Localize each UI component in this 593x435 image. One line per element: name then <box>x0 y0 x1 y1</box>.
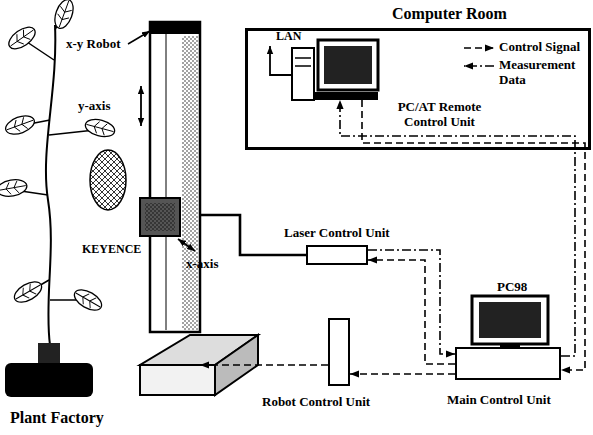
leader-line <box>128 31 150 44</box>
node-label: Laser Control Unit <box>284 226 390 241</box>
axis-label: x-axis <box>186 257 219 272</box>
legend-sample <box>462 60 496 72</box>
lan-arrow <box>270 46 292 75</box>
robot-rail <box>166 34 167 330</box>
monitor <box>472 296 548 344</box>
node-sublabel: Main Control Unit <box>447 393 551 408</box>
legend-line <box>464 47 494 49</box>
leaf <box>51 0 76 31</box>
main-control-unit: PC98Main Control Unit <box>455 347 561 380</box>
network-label: LAN <box>276 30 301 44</box>
laser-control-unit: Laser Control Unit <box>306 245 368 265</box>
signal-line <box>362 100 585 370</box>
signal-line <box>350 373 455 375</box>
drive-slot <box>295 57 311 59</box>
sensor-label: KEYENCE <box>82 243 141 257</box>
monitor-screen <box>324 46 372 84</box>
xy-robot: x-y Robot <box>150 25 200 395</box>
node-label: PC/AT Remote Control Unit <box>392 100 487 130</box>
x-axis-arrow <box>178 239 195 251</box>
node-label: x-y Robot <box>66 37 121 52</box>
leaf <box>11 278 45 307</box>
leaf <box>83 116 116 139</box>
laser-head <box>140 198 180 236</box>
plant-stem <box>46 25 55 345</box>
plant-pot <box>5 363 93 397</box>
node-label: Robot Control Unit <box>262 395 370 410</box>
laser-spot <box>90 150 126 210</box>
signal-line <box>200 364 328 366</box>
axis-label: y-axis <box>78 99 111 114</box>
leaf <box>71 286 105 315</box>
main-computer-art <box>472 296 548 347</box>
area-label: Plant Factory <box>10 409 104 427</box>
drive-slot <box>295 65 311 67</box>
robot-column-shade <box>182 36 198 330</box>
leaf <box>3 112 37 137</box>
plant-branch <box>14 16 95 300</box>
legend-item: Measurement Data <box>462 58 590 88</box>
legend-text: Control Signal <box>499 40 585 55</box>
laser-head-shade <box>145 203 175 231</box>
node-label: PC98 <box>497 280 527 295</box>
signal-line <box>368 250 455 354</box>
robot-base-front <box>140 365 215 395</box>
legend-text: Measurement Data <box>499 58 585 88</box>
legend-item: Control Signal <box>462 40 590 55</box>
leaf <box>5 23 39 53</box>
robot-control-unit: Robot Control Unit <box>328 318 350 386</box>
remote-computer: PC/AT Remote Control Unit <box>315 92 378 100</box>
signal-line <box>368 260 455 364</box>
y-axis-arrow <box>140 86 142 126</box>
legend-sample <box>462 42 496 54</box>
monitor <box>318 40 378 90</box>
legend-line <box>464 65 494 67</box>
plant-pot-neck <box>38 343 60 365</box>
remote-computer-art <box>270 40 378 100</box>
robot-column <box>150 22 200 332</box>
node-label: Computer Room <box>392 5 507 23</box>
monitor-screen <box>479 302 541 338</box>
leaf <box>0 178 28 199</box>
robot-cap <box>150 22 200 34</box>
robot-frame <box>128 22 258 395</box>
legend: Control SignalMeasurement Data <box>462 40 590 91</box>
computer-tower <box>292 48 314 100</box>
